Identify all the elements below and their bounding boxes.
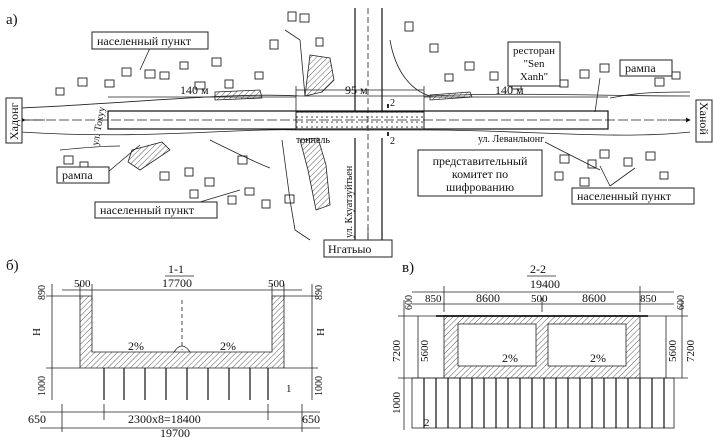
settlement-bottom-left-label: населенный пункт bbox=[100, 203, 195, 217]
restaurant-label-2: "Sen bbox=[524, 58, 545, 70]
panel-v-label: в) bbox=[402, 260, 414, 276]
houses-bottom-right bbox=[554, 149, 669, 187]
city-left-label: Хадонг bbox=[7, 102, 21, 140]
street-levanluong-label: ул. Леванлыонг bbox=[478, 134, 544, 145]
houses-bottom-left bbox=[63, 155, 295, 209]
street-tohuu-label: ул. Тохуу bbox=[90, 106, 108, 147]
dim-1000-left: 1000 bbox=[37, 376, 48, 396]
section-1-1-title: 1-1 bbox=[168, 262, 184, 276]
dim-650-left: 650 bbox=[28, 412, 46, 426]
dim-600-right: 600 bbox=[676, 295, 687, 310]
dim-500-left: 500 bbox=[74, 278, 91, 290]
dim-850-left: 850 bbox=[425, 293, 442, 305]
dim-7200-right: 7200 bbox=[685, 340, 697, 363]
panel-b-label: б) bbox=[6, 258, 19, 274]
section-1-1 bbox=[40, 284, 320, 432]
pile-mark-2: 2 bbox=[424, 417, 430, 429]
dim-140-right: 140 м bbox=[495, 83, 524, 97]
dim-890-right: 890 bbox=[314, 285, 325, 300]
slope-right-1-1: 2% bbox=[220, 339, 236, 353]
section-mark-bottom: 2 bbox=[390, 136, 395, 147]
panel-a-label: а) bbox=[6, 12, 18, 28]
slope-left-1-1: 2% bbox=[128, 339, 144, 353]
dim-19700: 19700 bbox=[160, 426, 190, 437]
dim-piles-1-1: 2300x8=18400 bbox=[128, 412, 201, 426]
tunnel-label: тоннель bbox=[296, 135, 330, 146]
ramp-left-label: рампа bbox=[62, 168, 93, 182]
committee-label-3: шифрованию bbox=[446, 180, 514, 194]
section-mark-top: 2 bbox=[390, 98, 395, 109]
section-2-2-title: 2-2 bbox=[530, 262, 546, 276]
restaurant-label-1: ресторан bbox=[513, 45, 555, 57]
dim-5600-left: 5600 bbox=[419, 340, 431, 363]
plan-view bbox=[5, 8, 713, 258]
dim-140-left: 140 м bbox=[180, 83, 209, 97]
section-2-2 bbox=[398, 286, 688, 430]
dim-h-left: Н bbox=[31, 328, 43, 336]
city-bottom-label: Нгатьыо bbox=[328, 242, 371, 256]
city-right-label: Ханой bbox=[697, 102, 711, 135]
settlement-top-label: населенный пункт bbox=[97, 34, 192, 48]
dim-7200-left: 7200 bbox=[391, 340, 403, 363]
dim-19400: 19400 bbox=[530, 277, 560, 291]
dim-500-mid: 500 bbox=[531, 293, 548, 305]
street-khuathuyten-label: ул. Кхуатзуйтьен bbox=[344, 165, 355, 238]
piles-2-2 bbox=[423, 378, 665, 428]
dim-95: 95 м bbox=[345, 83, 368, 97]
slope-left-2-2: 2% bbox=[502, 351, 518, 365]
dim-1000-2-2: 1000 bbox=[391, 392, 403, 415]
dim-8600-left: 8600 bbox=[476, 291, 500, 305]
dim-17700: 17700 bbox=[162, 276, 192, 290]
pile-mark-1: 1 bbox=[286, 383, 292, 395]
dim-890-left: 890 bbox=[37, 285, 48, 300]
dim-500-right: 500 bbox=[268, 278, 285, 290]
dim-650-right: 650 bbox=[302, 412, 320, 426]
dim-1000-right: 1000 bbox=[314, 376, 325, 396]
settlement-bottom-right-label: населенный пункт bbox=[577, 189, 672, 203]
restaurant-label-3: Xanh" bbox=[520, 71, 548, 83]
committee-label-1: представительный bbox=[433, 154, 528, 168]
dim-8600-right: 8600 bbox=[582, 291, 606, 305]
dim-h-right: Н bbox=[315, 328, 327, 336]
dim-850-right: 850 bbox=[640, 293, 657, 305]
dim-600-left: 600 bbox=[404, 295, 415, 310]
houses-top-left bbox=[55, 11, 324, 96]
dim-5600-right: 5600 bbox=[667, 340, 679, 363]
committee-label-2: комитет по bbox=[452, 167, 508, 181]
piles-1-1 bbox=[103, 368, 269, 400]
slope-right-2-2: 2% bbox=[590, 351, 606, 365]
ramp-right-label: рампа bbox=[625, 61, 656, 75]
